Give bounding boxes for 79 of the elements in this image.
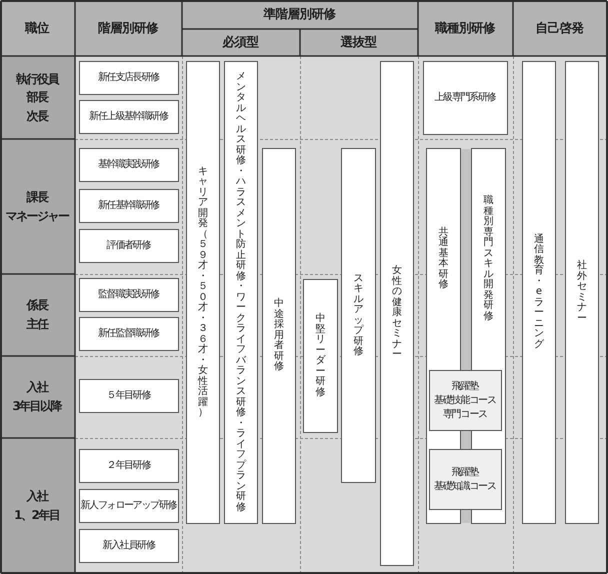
- course-bar: [186, 61, 220, 524]
- position-title: 係長: [26, 297, 49, 314]
- course-name: スキルアップ研修: [354, 274, 364, 358]
- course-name: キャリア開発（５９才・５０才・３６才・女性活躍）: [198, 166, 208, 418]
- row-header-cell: [0, 56, 75, 139]
- column-heading: 階層別研修: [98, 20, 159, 36]
- row-header-cell: [0, 274, 75, 356]
- program-box: [429, 370, 502, 431]
- course-box: [423, 61, 508, 135]
- course-name: 上級専門系研修: [434, 91, 497, 105]
- position-title: マネージャー: [5, 208, 70, 224]
- header-cell: [513, 0, 607, 56]
- column-heading: 選抜型: [340, 34, 378, 51]
- course-bar: [380, 61, 414, 566]
- course-name: 新任監督職研修: [98, 327, 160, 341]
- position-title: 3年目以降: [12, 398, 63, 415]
- position-title: 主任: [26, 316, 49, 333]
- course-name: 監督職実践研修: [98, 288, 160, 302]
- course-name: 社外セミナー: [577, 261, 587, 324]
- program-name: 基礎知識コース: [434, 480, 497, 494]
- course-name: 新任支店長研修: [98, 71, 160, 85]
- course-name: 中途採用者研修: [274, 299, 284, 373]
- course-name: 共通基本研修: [438, 228, 448, 290]
- course-bar: [341, 148, 376, 483]
- course-box: [79, 317, 179, 351]
- course-box: [79, 61, 179, 95]
- course-name: ５年目研修: [106, 389, 152, 403]
- column-heading: 職種別研修: [435, 20, 496, 36]
- course-bar: [262, 148, 296, 524]
- course-box: [79, 529, 179, 563]
- course-name: メンタルヘルス研修・ハラスメント防止研修・ワークライフバランス研修・ライフプラン研修: [236, 72, 246, 513]
- course-box: [79, 449, 179, 483]
- row-header-cell: [0, 139, 75, 274]
- column-heading: 準階層別研修: [264, 6, 336, 23]
- header-cell: [182, 0, 418, 29]
- program-name: 専門コース: [442, 408, 488, 422]
- column-heading: 自己啓発: [536, 20, 584, 36]
- course-bar: [303, 279, 338, 433]
- course-box: [79, 148, 179, 182]
- header-cell: [0, 0, 75, 56]
- course-box: [79, 278, 179, 312]
- position-title: 次長: [26, 108, 49, 125]
- position-title: 入社: [26, 379, 49, 396]
- course-name: 職種別専門スキル開発研修: [484, 196, 494, 322]
- course-name: 中堅リーダー研修: [316, 314, 326, 398]
- course-bar: [224, 61, 258, 524]
- course-bar: [565, 61, 599, 524]
- course-box: [79, 189, 179, 223]
- header-cell: [182, 29, 300, 56]
- header-cell: [418, 0, 513, 56]
- program-name: 飛躍塾: [452, 466, 480, 480]
- header-cell: [300, 29, 418, 56]
- position-title: 入社: [26, 488, 49, 506]
- course-box: [79, 489, 179, 523]
- course-box: [79, 100, 179, 134]
- course-name: 評価者研修: [106, 239, 152, 253]
- course-name: 新入社員研修: [102, 539, 156, 553]
- row-header-cell: [0, 356, 75, 438]
- position-title: 課長: [26, 188, 49, 206]
- program-name: 基礎技能コース: [434, 394, 497, 408]
- course-name: ２年目研修: [106, 459, 152, 473]
- position-title: 執行役員: [16, 70, 60, 88]
- course-name: 通信教育・eラーニング: [534, 234, 544, 350]
- header-cell: [75, 0, 182, 56]
- course-name: 新任基幹職研修: [98, 199, 160, 213]
- course-box: [79, 229, 179, 263]
- course-name: 新任上級基幹職研修: [89, 110, 169, 124]
- course-name: 女性の健康セミナー: [392, 266, 402, 361]
- row-header-cell: [0, 438, 75, 574]
- program-box: [429, 449, 502, 510]
- course-name: 新人フォローアップ研修: [80, 499, 178, 513]
- program-name: 飛躍塾: [452, 380, 480, 394]
- course-bar: [522, 61, 556, 524]
- course-box: [79, 379, 179, 413]
- position-title: 部長: [26, 89, 49, 106]
- column-heading: 職位: [25, 20, 50, 36]
- position-title: 1、2年目: [14, 507, 60, 524]
- course-name: 基幹職実践研修: [98, 158, 160, 172]
- column-heading: 必須型: [222, 34, 260, 51]
